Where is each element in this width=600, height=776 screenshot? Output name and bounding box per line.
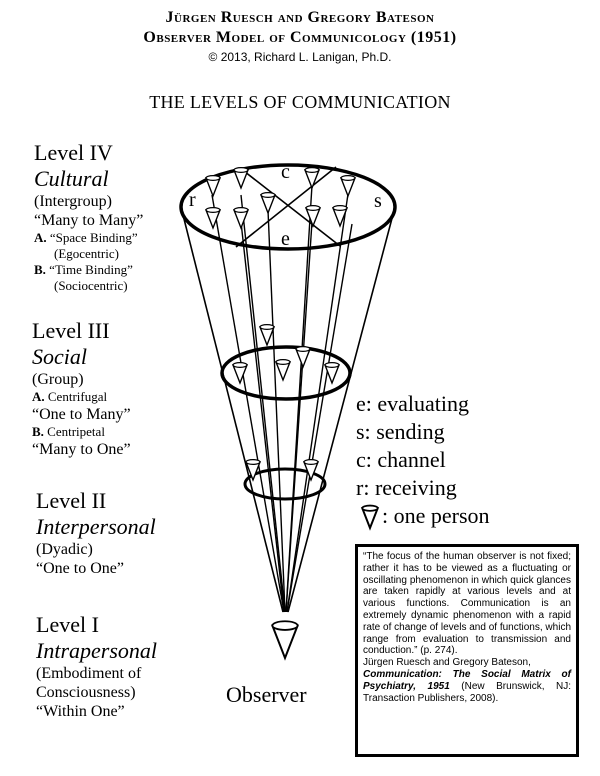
level-1-relation: “Within One”: [36, 703, 125, 720]
person-cone-icon: [233, 166, 249, 189]
level-1-type: Intrapersonal: [36, 638, 157, 663]
level-2-block: Level II Interpersonal (Dyadic) “One to …: [36, 488, 156, 578]
cone-edge-right: [287, 206, 396, 613]
legend-item-c: c: channel: [356, 447, 446, 472]
level-2-name: Level II: [36, 488, 107, 513]
quote-box: “The focus of the human observer is not …: [355, 544, 579, 757]
legend-item-r: r: receiving: [356, 475, 457, 500]
level-4-item-a: A. “Space Binding”: [34, 230, 138, 245]
level-4-item-b-sub: (Sociocentric): [54, 278, 128, 293]
person-cone-icon: [304, 166, 320, 189]
header-copyright: © 2013, Richard L. Lanigan, Ph.D.: [208, 50, 392, 64]
legend-item-s: s: sending: [356, 419, 445, 444]
person-cone-icon: [305, 204, 321, 227]
person-cone-icon: [205, 174, 221, 197]
label-c: c: [281, 161, 290, 183]
label-s: s: [374, 190, 382, 212]
quote-body: “The focus of the human observer is not …: [363, 551, 571, 657]
level-4-item-b: B. “Time Binding”: [34, 262, 133, 277]
level-4-name: Level IV: [34, 140, 113, 165]
level-2-relation: “One to One”: [36, 560, 124, 577]
level-3-type: Social: [32, 344, 87, 369]
person-cone-icon: [295, 345, 311, 368]
level-1-block: Level I Intrapersonal (Embodiment of Con…: [36, 612, 157, 721]
level-3-name: Level III: [32, 318, 110, 343]
level-3-item-a-relation: “One to Many”: [32, 406, 131, 423]
person-cone-icon: [275, 358, 291, 381]
level-2-group: (Dyadic): [36, 541, 93, 558]
legend-cone-icon: [360, 504, 380, 531]
legend: e: evaluating s: sending c: channel r: r…: [356, 390, 490, 530]
quote-publisher: (New Brunswick, NJ: Transaction Publishe…: [363, 680, 571, 704]
level-1-name: Level I: [36, 612, 99, 637]
quote-citation: Communication: The Social Matrix of Psyc…: [363, 669, 571, 704]
level-4-group: (Intergroup): [34, 193, 112, 210]
level-2-type: Interpersonal: [36, 514, 156, 539]
person-cone-icon: [259, 323, 275, 346]
level-4-relation: “Many to Many”: [34, 212, 144, 229]
level-1-group-line2: Consciousness): [36, 684, 136, 701]
observer-label: Observer: [226, 682, 307, 707]
level-3-item-b-relation: “Many to One”: [32, 441, 131, 458]
person-cone-icon: [232, 361, 248, 384]
level-4-type: Cultural: [34, 166, 109, 191]
level-3-item-a: A. Centrifugal: [32, 389, 108, 404]
observer-cone-icon: [270, 620, 300, 661]
page-title: THE LEVELS OF COMMUNICATION: [149, 92, 451, 112]
level-3-block: Level III Social (Group) A. Centrifugal …: [32, 318, 131, 459]
quote-book: Communication: The Social Matrix of Psyc…: [363, 668, 571, 692]
header-model-title: Observer Model of Communicology (1951): [143, 29, 457, 46]
level-2-ring: [243, 467, 327, 501]
level-1-group-line1: (Embodiment of: [36, 665, 142, 682]
level-4-block: Level IV Cultural (Intergroup) “Many to …: [34, 140, 143, 294]
person-cone-icon: [205, 206, 221, 229]
level-4-item-a-sub: (Egocentric): [54, 246, 119, 261]
level-3-item-b: B. Centripetal: [32, 424, 105, 439]
person-cone-icon: [340, 174, 356, 197]
level-4-ring: [179, 163, 397, 251]
person-cone-icon: [233, 206, 249, 229]
legend-item-e: e: evaluating: [356, 391, 470, 416]
person-cone-icon: [260, 191, 276, 214]
quote-authors: Jürgen Ruesch and Gregory Bateson,: [363, 657, 531, 669]
cone-edge-left: [180, 206, 284, 613]
label-r: r: [189, 189, 196, 211]
legend-item-person: : one person: [382, 503, 490, 528]
header-authors: Jürgen Ruesch and Gregory Bateson: [165, 9, 435, 26]
label-e: e: [281, 228, 290, 250]
level-3-group: (Group): [32, 371, 84, 388]
level-3-ring: [220, 345, 352, 401]
